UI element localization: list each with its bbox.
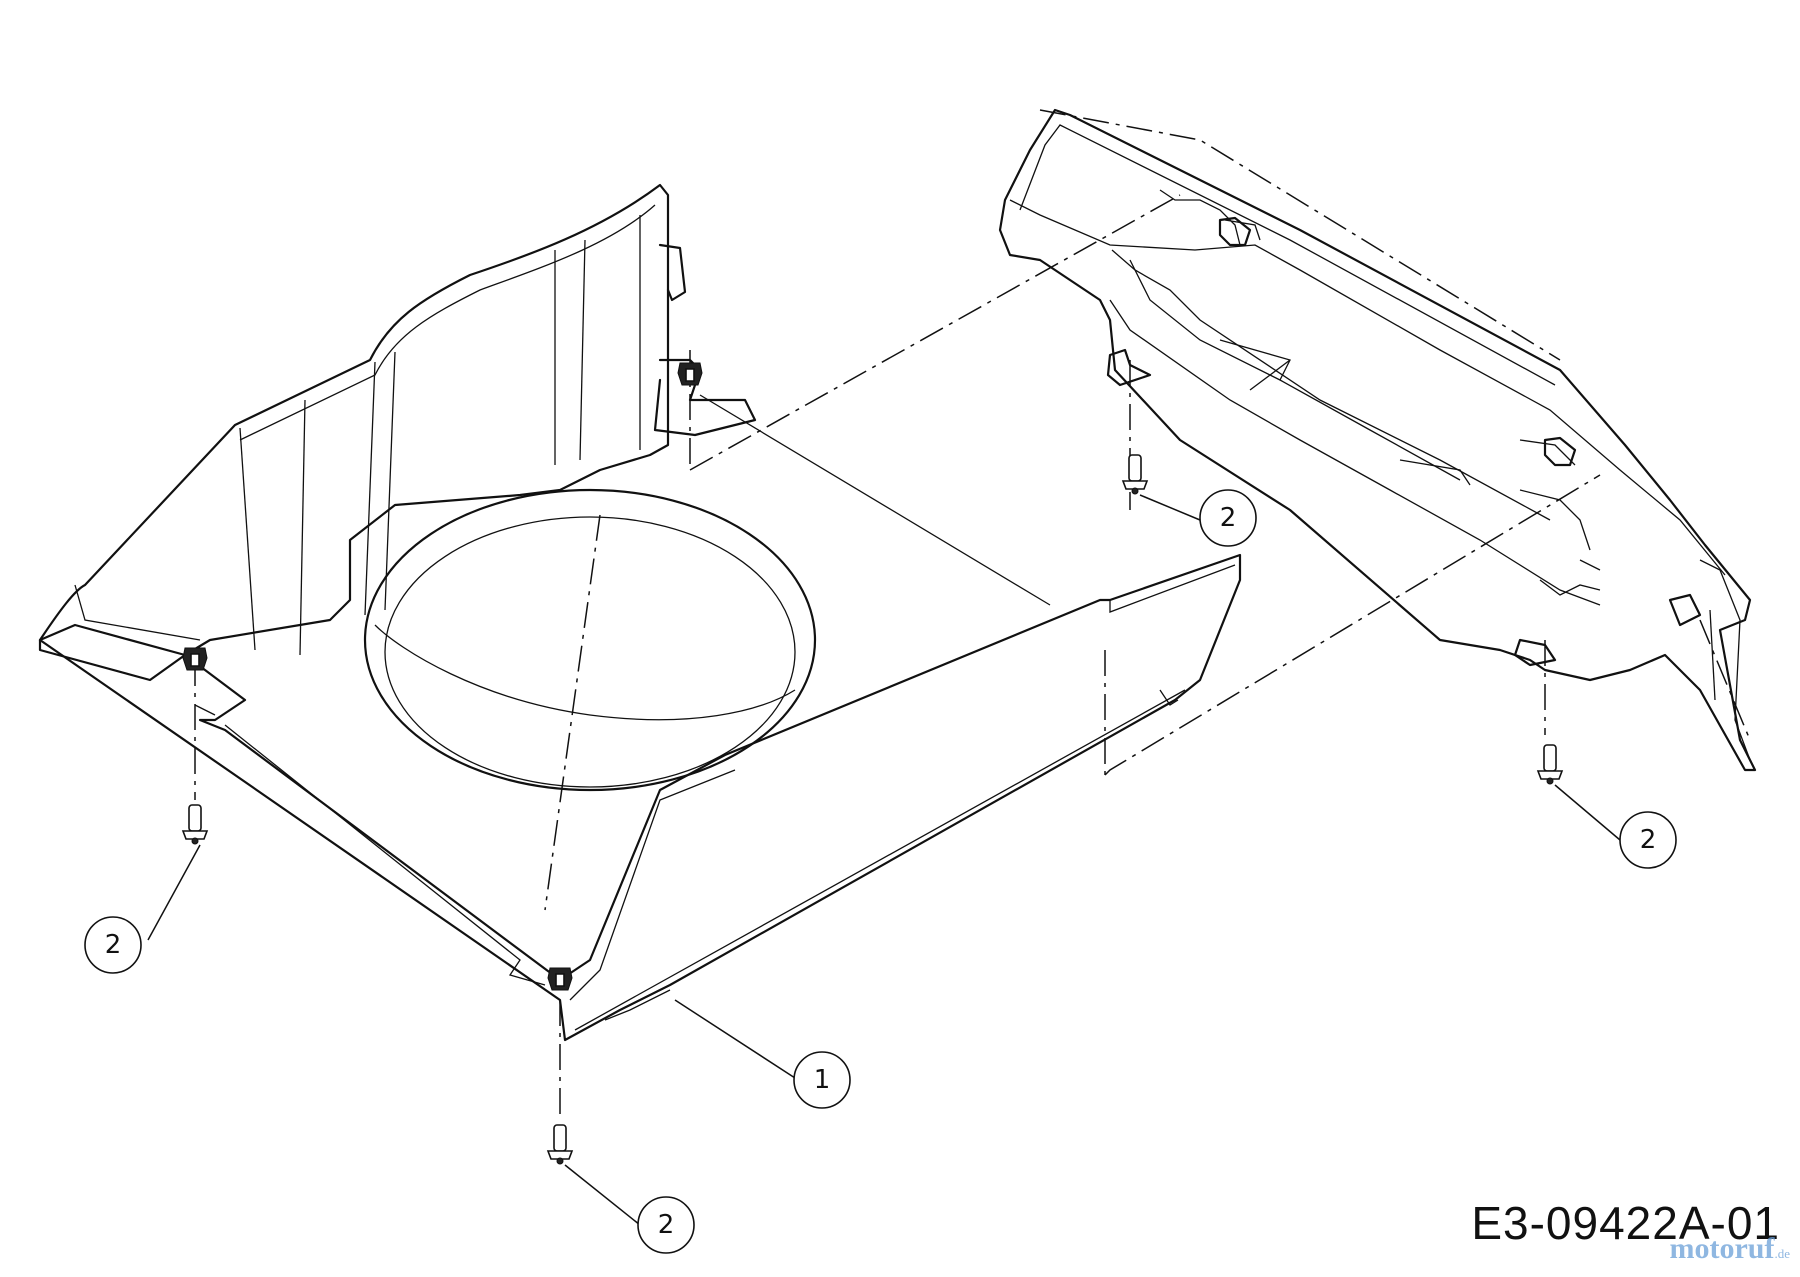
balloon: 2: [84, 916, 142, 974]
watermark-suffix: .de: [1774, 1246, 1790, 1261]
balloon-label: 1: [814, 1065, 831, 1095]
clip-icon: [182, 647, 208, 671]
balloon: 1: [793, 1051, 851, 1109]
rear-cover: [998, 108, 1757, 772]
alignment-lines: [194, 109, 1751, 1120]
clip-icon: [677, 362, 703, 386]
clip-icon: [547, 967, 573, 991]
balloon: 2: [637, 1196, 695, 1254]
watermark-brand: motoruf: [1669, 1232, 1775, 1265]
baffle-part-1: [38, 183, 1242, 1042]
balloon-label: 2: [1640, 825, 1657, 855]
leader-lines: [147, 494, 1621, 1226]
balloon: 2: [1619, 811, 1677, 869]
screw-icon: [546, 1124, 574, 1165]
balloon-label: 2: [105, 930, 122, 960]
connector-line: [699, 394, 1051, 606]
balloon-label: 2: [1220, 503, 1237, 533]
balloon: 2: [1199, 489, 1257, 547]
screw-icon: [181, 804, 209, 845]
screw-icon: [1121, 454, 1149, 495]
drawing-code: E3-09422A-01: [1471, 1197, 1780, 1249]
balloon-label: 2: [658, 1210, 675, 1240]
watermark-logo: motoruf.de: [1669, 1232, 1790, 1266]
screw-icon: [1536, 744, 1564, 785]
